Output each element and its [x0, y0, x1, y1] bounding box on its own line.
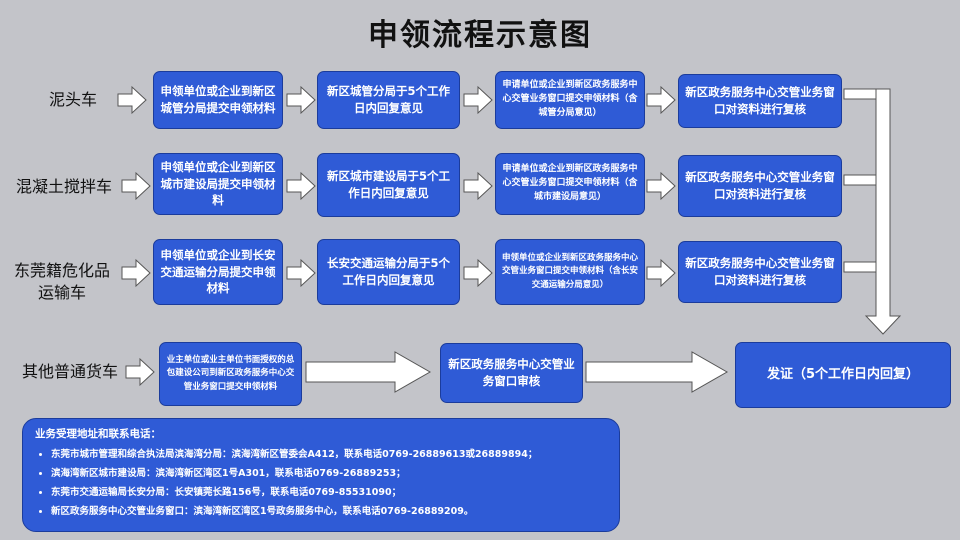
arrow-row4-s1	[305, 351, 432, 393]
step-row2-reply: 新区城市建设局于5个工作日内回复意见	[317, 153, 460, 217]
arrow-collector-row3	[843, 261, 877, 273]
arrow-row2-s3	[646, 172, 676, 200]
step-row4-submit: 业主单位或业主单位书面授权的总包建设公司到新区政务服务中心交管业务窗口提交申领材…	[159, 342, 302, 406]
contact-info-list: 东莞市城市管理和综合执法局滨海湾分局：滨海湾新区管委会A412，联系电话0769…	[35, 446, 607, 517]
arrow-row4-s2	[585, 351, 729, 393]
step-row3-reply: 长安交通运输分局于5个工作日内回复意见	[317, 239, 460, 305]
page-title: 申领流程示意图	[368, 18, 592, 53]
arrow-collector-row2	[843, 174, 877, 186]
arrow-row1-label	[117, 86, 147, 114]
arrow-row1-s1	[286, 86, 316, 114]
final-issue-certificate: 发证（5个工作日内回复）	[735, 342, 951, 408]
contact-info-title: 业务受理地址和联系电话：	[35, 428, 161, 440]
row-label-concrete-mixer: 混凝土搅拌车	[15, 177, 112, 196]
arrow-row2-s1	[286, 172, 316, 200]
arrow-row3-s3	[646, 259, 676, 287]
arrow-row2-label	[121, 172, 151, 200]
contact-info-panel: 业务受理地址和联系电话： 东莞市城市管理和综合执法局滨海湾分局：滨海湾新区管委会…	[22, 418, 620, 532]
arrow-row3-s2	[463, 259, 493, 287]
contact-item-urban-management: 东莞市城市管理和综合执法局滨海湾分局：滨海湾新区管委会A412，联系电话0769…	[51, 446, 607, 460]
step-row3-window-submit: 申领单位或企业到新区政务服务中心交管业务窗口提交申领材料（含长安交通运输分局意见…	[495, 239, 645, 305]
step-row1-window-submit: 申请单位或企业到新区政务服务中心交管业务窗口提交申领材料（含城管分局意见）	[495, 71, 645, 129]
arrow-row1-s3	[646, 86, 676, 114]
step-row3-submit: 申领单位或企业到长安交通运输分局提交申领材料	[153, 239, 283, 305]
step-row1-reply: 新区城管分局于5个工作日内回复意见	[317, 71, 460, 129]
row-label-hazmat-truck: 东莞籍危化品运输车	[14, 261, 111, 302]
step-row1-submit: 申领单位或企业到新区城管分局提交申领材料	[153, 71, 283, 129]
arrow-row4-label	[125, 358, 155, 386]
step-row2-submit: 申领单位或企业到新区城市建设局提交申领材料	[153, 153, 283, 215]
arrow-row2-s2	[463, 172, 493, 200]
step-row2-window-submit: 申请单位或企业到新区政务服务中心交管业务窗口提交申领材料（含城市建设局意见）	[495, 153, 645, 215]
arrow-down-to-final	[864, 88, 902, 335]
step-row1-review: 新区政务服务中心交管业务窗口对资料进行复核	[678, 74, 842, 128]
arrow-row1-s2	[463, 86, 493, 114]
step-row2-review: 新区政务服务中心交管业务窗口对资料进行复核	[678, 155, 842, 217]
row-label-ordinary-truck: 其他普通货车	[21, 362, 118, 381]
step-row3-review: 新区政务服务中心交管业务窗口对资料进行复核	[678, 241, 842, 303]
contact-item-construction-bureau: 滨海湾新区城市建设局：滨海湾新区湾区1号A301，联系电话0769-268892…	[51, 465, 607, 479]
arrow-row3-label	[121, 259, 151, 287]
row-label-muck-truck: 泥头车	[48, 90, 97, 109]
contact-item-traffic-window: 新区政务服务中心交管业务窗口：滨海湾新区湾区1号政务服务中心，联系电话0769-…	[51, 503, 607, 517]
contact-item-transport-bureau: 东莞市交通运输局长安分局：长安镇莞长路156号，联系电话0769-8553109…	[51, 484, 607, 498]
step-row4-review: 新区政务服务中心交管业务窗口审核	[440, 343, 583, 403]
arrow-row3-s1	[286, 259, 316, 287]
